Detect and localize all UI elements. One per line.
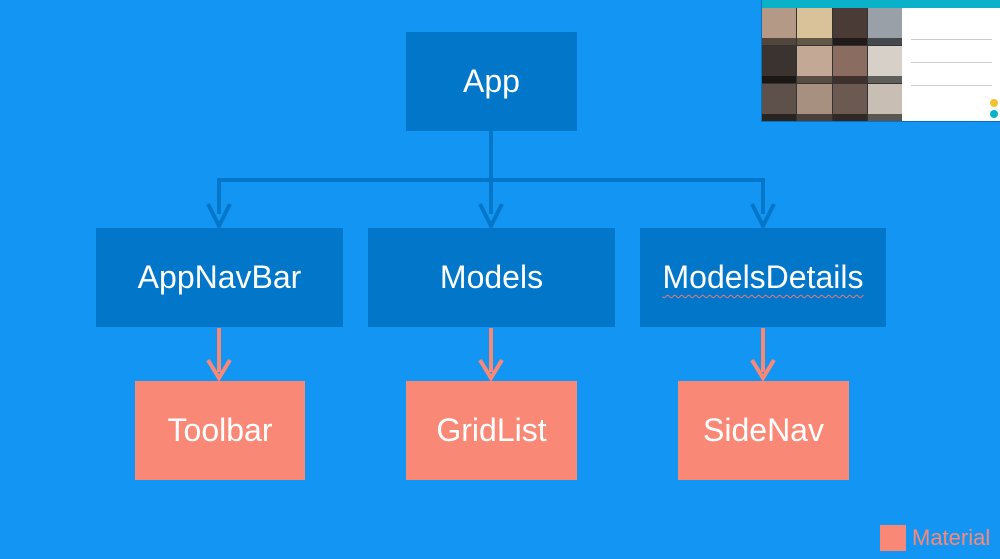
node-app-label: App <box>463 63 520 99</box>
node-grid-list-label: GridList <box>436 412 547 448</box>
app-preview-side-panel: ​ ​ ​ <box>903 8 1000 121</box>
node-toolbar-label: Toolbar <box>167 412 273 448</box>
legend-label: Material <box>912 525 991 550</box>
app-preview-tile <box>832 84 867 121</box>
node-models-details: ModelsDetails <box>640 228 886 327</box>
node-app: App <box>406 32 577 131</box>
app-preview-tile <box>797 46 832 83</box>
app-preview-fab <box>990 99 998 107</box>
app-preview-tile <box>867 46 902 83</box>
app-preview-tile <box>867 84 902 121</box>
node-models: Models <box>368 228 615 327</box>
node-side-nav-label: SideNav <box>703 412 824 448</box>
edge-app-models-head <box>478 203 504 231</box>
edge-modelsdetails-sidenav-head <box>750 358 776 382</box>
app-preview-tile <box>762 8 797 45</box>
legend-swatch <box>880 525 906 551</box>
edge-appnavbar-toolbar-head <box>206 358 232 382</box>
app-preview-toolbar <box>762 0 1000 8</box>
app-preview-field <box>911 25 992 40</box>
node-grid-list: GridList <box>406 381 577 480</box>
app-preview-fab <box>990 110 998 118</box>
node-app-nav-bar: AppNavBar <box>96 228 343 327</box>
app-preview-tile <box>867 8 902 45</box>
app-preview-thumbnail: ​ ​ ​ <box>762 0 1000 121</box>
edge-models-gridlist-head <box>478 358 504 382</box>
app-preview-tile <box>797 8 832 45</box>
app-preview-field <box>911 71 992 86</box>
app-preview-tile <box>762 84 797 121</box>
app-preview-tabs: ​ ​ ​ <box>903 8 1000 17</box>
app-preview-tile <box>762 46 797 83</box>
node-app-nav-bar-label: AppNavBar <box>137 259 302 295</box>
app-preview-tile <box>832 46 867 83</box>
app-preview-grid <box>762 8 902 121</box>
app-preview-field <box>911 48 992 63</box>
edge-app-appnavbar-head <box>206 203 232 231</box>
app-preview-tile <box>797 84 832 121</box>
legend: Material <box>880 525 990 551</box>
edge-app-modelsdetails-head <box>750 203 776 231</box>
node-toolbar: Toolbar <box>135 381 305 480</box>
app-preview-tile <box>832 8 867 45</box>
node-models-label: Models <box>439 259 544 295</box>
node-side-nav: SideNav <box>678 381 849 480</box>
node-models-details-label: ModelsDetails <box>662 259 864 295</box>
